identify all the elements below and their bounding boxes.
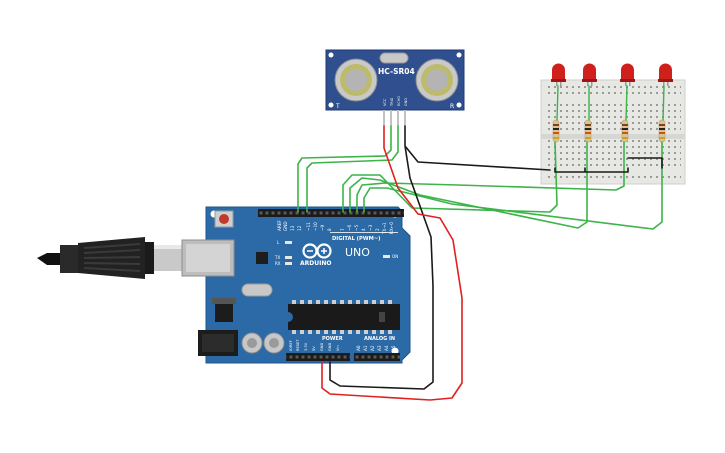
digital-pin-labels: AREF GND 13 12 ~11 ~10 ~9 8 7 ~6 ~5 4 ~3… [277, 220, 394, 235]
led-1 [551, 63, 566, 86]
pin-label: 7 [340, 228, 345, 231]
led-4 [658, 63, 673, 86]
pin-label: A0 [356, 345, 361, 351]
led-label: TX [274, 255, 280, 260]
led-jumpers [556, 85, 665, 121]
pin-label: 4 [361, 228, 366, 231]
pin-label: VCC [383, 98, 387, 106]
pin-label: ECHO [397, 96, 401, 106]
digital-label: DIGITAL (PWM~) [332, 236, 380, 242]
analog-label: ANALOG IN [364, 336, 395, 342]
pin-label: A2 [370, 345, 375, 351]
pin-label: A1 [363, 345, 368, 351]
wire-led-2[interactable] [349, 141, 588, 229]
wire-gnd[interactable] [329, 125, 551, 390]
pin-label: 8 [327, 228, 332, 231]
pin-label: ~3 [368, 224, 373, 231]
led-2 [582, 63, 597, 86]
sensor-crystal [379, 52, 409, 64]
wire-trig[interactable] [297, 125, 392, 213]
pin-label: RX←0 [389, 222, 394, 234]
arduino-model: UNO [345, 246, 370, 259]
pin-label: ~10 [313, 222, 318, 231]
resistor-4 [658, 119, 666, 143]
pin-label: ~5 [354, 224, 359, 231]
reset-button[interactable] [214, 210, 234, 228]
power-pin-labels: IOREF RESET 3.3V 5V GND GND Vin [289, 339, 340, 351]
resistor-3 [621, 119, 629, 143]
wire-led-1[interactable] [342, 141, 558, 213]
pin-label: RESET [296, 339, 300, 351]
transmitter-transducer [334, 58, 378, 102]
pin-label: A3 [377, 345, 382, 351]
transmitter-label: T [335, 103, 340, 110]
capacitors [241, 332, 285, 354]
pin-label: A5 [391, 345, 396, 351]
pin-label: A4 [384, 345, 389, 351]
arduino-brand: ARDUINO [300, 260, 331, 267]
resistor-1 [552, 119, 560, 143]
wire-led-3[interactable] [356, 141, 625, 213]
pin-label: 13 [290, 225, 295, 231]
pin-label: AREF [277, 220, 282, 231]
pin-label: Vin [336, 345, 340, 351]
sensor-pins[interactable] [383, 110, 406, 126]
led-label: L [277, 240, 280, 245]
receiver-transducer [415, 58, 459, 102]
wire-vcc[interactable] [321, 125, 463, 401]
digital-header[interactable] [258, 209, 404, 217]
pin-label: ~6 [347, 224, 352, 231]
led-label: RX [275, 261, 281, 266]
crystal-oscillator [241, 283, 273, 297]
usb-cable [37, 237, 182, 279]
arduino-uno-board: AREF GND 13 12 ~11 ~10 ~9 8 7 ~6 ~5 4 ~3… [181, 206, 411, 364]
pin-label: GND [328, 343, 332, 351]
pin-label: IOREF [289, 340, 293, 351]
resistor-2 [584, 119, 592, 143]
receiver-label: R [450, 103, 454, 110]
board-leds: L TX RX ON [274, 240, 398, 266]
power-header[interactable] [286, 353, 350, 361]
pin-label: TX→1 [382, 222, 387, 235]
pin-label: ~9 [320, 224, 325, 231]
pin-label: GND [283, 221, 288, 231]
pin-label: GND [404, 98, 408, 106]
pin-label: GND [320, 343, 324, 351]
pin-label: 5V [312, 346, 316, 351]
on-label: ON [392, 254, 398, 259]
pin-label: TRIG [390, 97, 394, 107]
wire-echo[interactable] [306, 125, 399, 213]
atmega-chip [288, 300, 400, 334]
sensor-pin-labels: VCC TRIG ECHO GND [383, 96, 408, 107]
resistor-array [552, 119, 666, 143]
analog-header[interactable] [354, 353, 400, 361]
pin-label: 3.3V [304, 342, 308, 351]
wires [297, 85, 665, 401]
sensor-model: HC-SR04 [378, 67, 415, 76]
ground-rail-wire[interactable] [554, 157, 663, 173]
led-array [551, 63, 673, 86]
hc-sr04-sensor: HC-SR04 T R VCC TRIG ECHO GND [325, 49, 465, 126]
analog-pin-labels: A0 A1 A2 A3 A4 A5 [356, 345, 396, 351]
power-label: POWER [322, 336, 343, 342]
arduino-logo: ARDUINO UNO [300, 243, 370, 267]
wire-led-4[interactable] [363, 141, 663, 230]
led-3 [620, 63, 635, 86]
pin-label: 2 [375, 228, 380, 231]
pin-label: ~11 [306, 222, 311, 231]
pin-label: 12 [297, 225, 302, 231]
